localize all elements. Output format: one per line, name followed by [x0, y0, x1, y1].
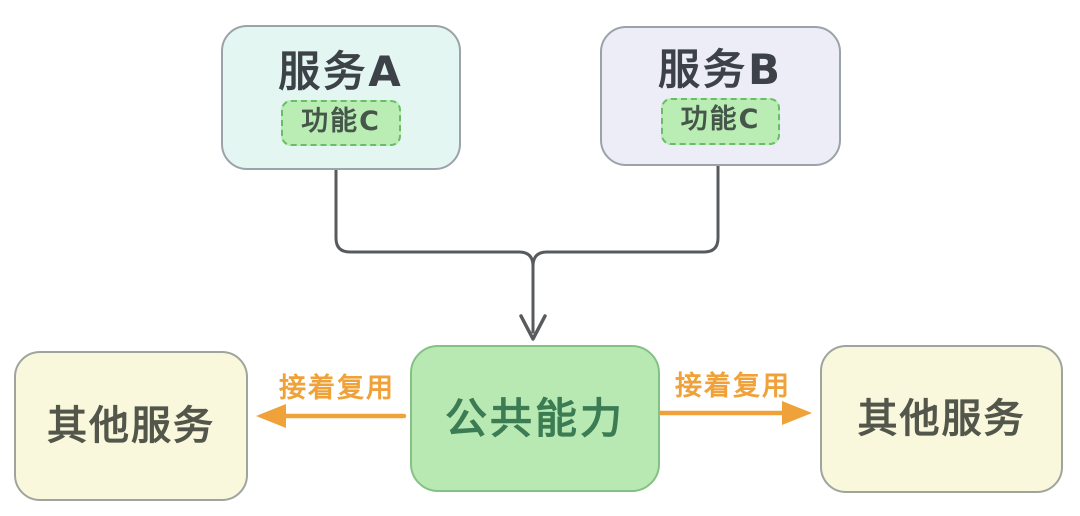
feature-tag-a: 功能C [281, 99, 401, 147]
other-services-right-title: 其他服务 [857, 396, 1026, 442]
other-services-left-title: 其他服务 [47, 403, 215, 449]
connector-from-service-b [531, 159, 720, 268]
reuse-label-right: 接着复用 [675, 371, 791, 402]
node-service-a: 服务A 功能C [221, 25, 461, 170]
connector-from-service-a [334, 163, 535, 334]
node-other-services-left: 其他服务 [14, 351, 248, 501]
node-common-capability: 公共能力 [410, 345, 660, 492]
common-capability-title: 公共能力 [444, 393, 625, 443]
feature-tag-b: 功能C [660, 98, 781, 145]
service-a-title: 服务A [278, 46, 404, 96]
service-b-title: 服务B [657, 45, 783, 95]
reuse-label-left: 接着复用 [279, 373, 395, 404]
reuse-arrow-left-icon [256, 404, 407, 428]
node-service-b: 服务B 功能C [600, 26, 841, 166]
down-arrowhead-icon [519, 314, 547, 341]
node-other-services-right: 其他服务 [820, 345, 1063, 493]
reuse-arrow-right-icon [657, 401, 812, 425]
